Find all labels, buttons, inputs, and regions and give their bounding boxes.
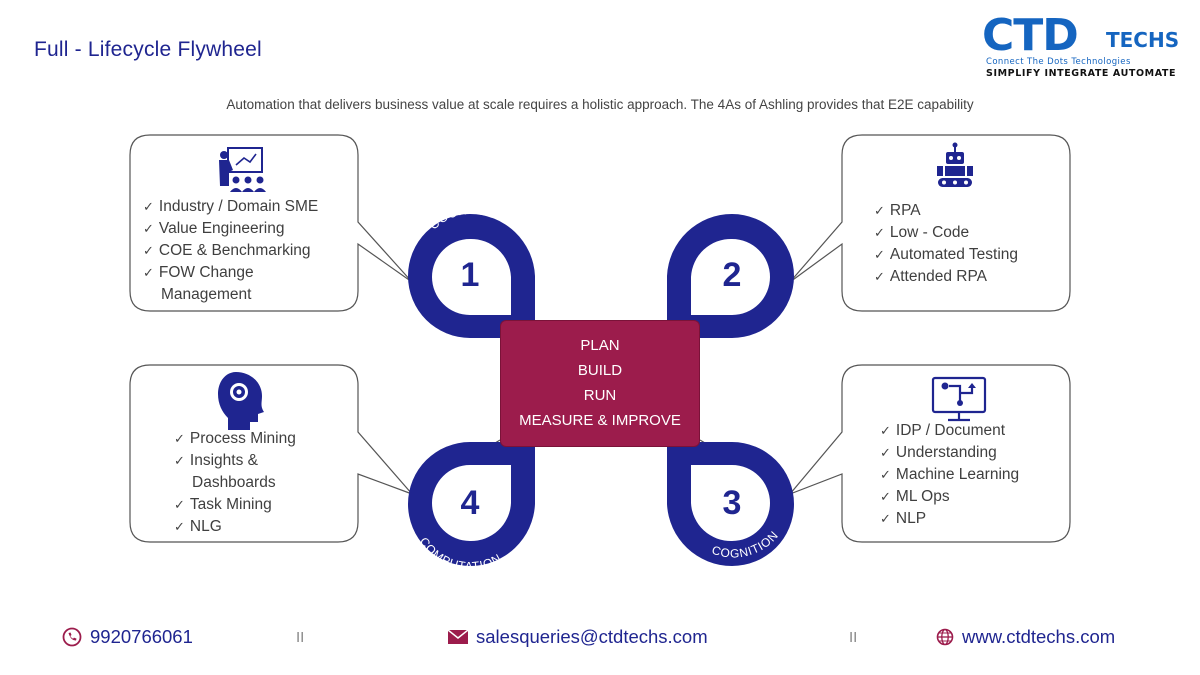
ring-2-number: 2 — [722, 256, 742, 294]
center-line-measure: MEASURE & IMPROVE — [519, 412, 681, 429]
mail-icon — [448, 630, 468, 644]
list-item: ✓Automated Testing — [874, 246, 1019, 263]
monitor-flow-icon — [931, 376, 987, 422]
card-computation: ✓Process Mining ✓Insights & Dashboards ✓… — [174, 428, 296, 538]
check-icon: ✓ — [174, 497, 185, 512]
card-2-bubble — [789, 134, 1071, 312]
list-item: ✓ML Ops — [880, 488, 950, 505]
list-item: ✓Value Engineering — [143, 220, 285, 237]
check-icon: ✓ — [143, 243, 154, 258]
ring-3-number: 3 — [722, 484, 742, 522]
center-lifecycle-box: PLAN BUILD RUN MEASURE & IMPROVE — [500, 320, 700, 447]
check-icon: ✓ — [143, 199, 154, 214]
robot-icon — [937, 142, 973, 187]
list-item: ✓FOW Change — [143, 264, 254, 281]
list-item: ✓Attended RPA — [874, 268, 987, 285]
ring-3 — [667, 442, 794, 566]
ring-1-number: 1 — [460, 256, 480, 294]
list-item: ✓Task Mining — [174, 496, 272, 513]
card-1-bubble — [129, 134, 413, 312]
phone-icon — [62, 627, 82, 647]
check-icon: ✓ — [874, 269, 885, 284]
list-item: ✓NLP — [880, 510, 927, 527]
check-icon: ✓ — [174, 453, 185, 468]
card-3-bubble — [788, 364, 1071, 543]
logo-suffix: TECHS — [1106, 28, 1180, 52]
card-counsel: ✓Industry / Domain SME ✓Value Engineerin… — [143, 196, 318, 306]
check-icon: ✓ — [174, 431, 185, 446]
footer-separator: II — [849, 629, 858, 646]
footer-separator: II — [296, 629, 305, 646]
list-item: ✓Insights & — [174, 452, 258, 469]
check-icon: ✓ — [880, 423, 891, 438]
list-item: ✓IDP / Document — [880, 422, 1006, 439]
logo-motto: SIMPLIFY INTEGRATE AUTOMATE — [986, 68, 1177, 79]
check-icon: ✓ — [874, 203, 885, 218]
company-logo: CTD TECHS Connect The Dots Technologies … — [978, 8, 1190, 80]
list-item: ✓NLG — [174, 518, 222, 535]
card-4-bubble — [129, 364, 413, 543]
list-item: ✓RPA — [874, 202, 921, 219]
center-line-plan: PLAN — [580, 337, 620, 354]
check-icon: ✓ — [880, 467, 891, 482]
presentation-icon — [219, 147, 266, 192]
check-icon: ✓ — [874, 247, 885, 262]
page-title: Full - Lifecycle Flywheel — [34, 38, 262, 61]
center-line-build: BUILD — [577, 362, 623, 379]
list-item: ✓Machine Learning — [880, 466, 1020, 483]
list-item-continuation: Dashboards — [192, 474, 276, 491]
footer-email[interactable]: salesqueries@ctdtechs.com — [448, 626, 708, 648]
check-icon: ✓ — [174, 519, 185, 534]
footer-phone[interactable]: 9920766061 — [62, 626, 193, 648]
globe-icon — [936, 628, 954, 646]
ring-2 — [667, 213, 794, 338]
list-item: ✓Industry / Domain SME — [143, 198, 319, 215]
ring-4 — [408, 442, 535, 566]
check-icon: ✓ — [143, 221, 154, 236]
footer-website[interactable]: www.ctdtechs.com — [936, 626, 1115, 648]
check-icon: ✓ — [143, 265, 154, 280]
head-gear-icon — [218, 372, 264, 430]
list-item: ✓COE & Benchmarking — [143, 242, 311, 259]
card-cognition: ✓IDP / Document ✓Understanding ✓Machine … — [880, 420, 1019, 530]
ring-4-number: 4 — [460, 484, 480, 522]
logo-tagline: Connect The Dots Technologies — [986, 57, 1131, 67]
list-item: ✓Understanding — [880, 444, 997, 461]
list-item: ✓Process Mining — [174, 430, 296, 447]
check-icon: ✓ — [880, 489, 891, 504]
check-icon: ✓ — [880, 445, 891, 460]
center-line-run: RUN — [583, 387, 617, 404]
phone-number: 9920766061 — [90, 626, 193, 647]
card-channelisation: ✓RPA ✓Low - Code ✓Automated Testing ✓Att… — [874, 200, 1018, 288]
check-icon: ✓ — [874, 225, 885, 240]
website-url: www.ctdtechs.com — [962, 626, 1116, 647]
check-icon: ✓ — [880, 511, 891, 526]
list-item: ✓Low - Code — [874, 224, 970, 241]
email-address: salesqueries@ctdtechs.com — [476, 626, 708, 647]
list-item-continuation: Management — [161, 286, 252, 303]
ring-1 — [408, 213, 535, 338]
logo-mark: CTD — [982, 10, 1079, 61]
page-subtitle: Automation that delivers business value … — [226, 97, 974, 112]
